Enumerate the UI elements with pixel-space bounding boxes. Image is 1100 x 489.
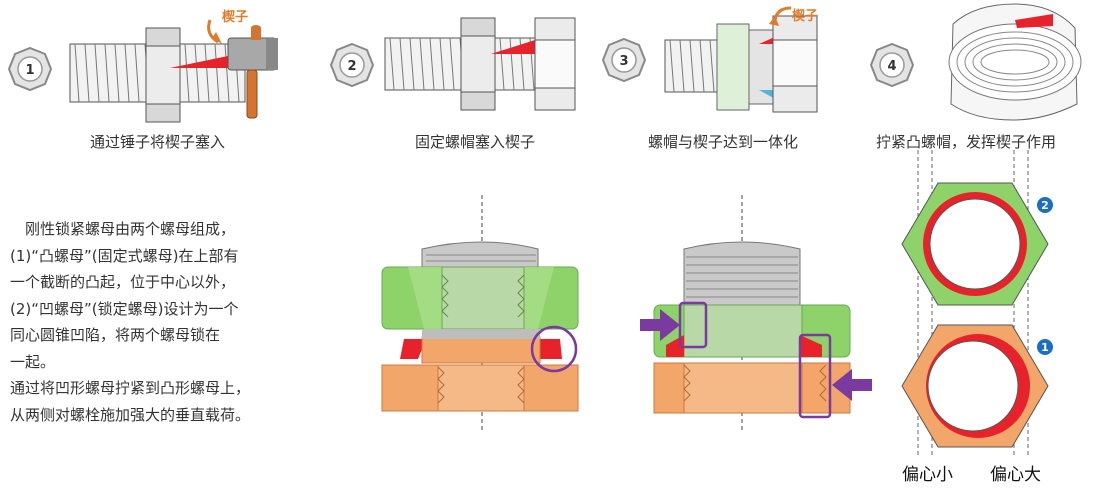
step-2-illustration	[384, 17, 576, 111]
section-separated	[381, 195, 579, 433]
step-1-caption: 通过锤子将楔子塞入	[90, 133, 226, 151]
description-line: 通过将凹形螺母拧紧到凸形螺母上，	[10, 379, 251, 397]
step-4-badge: 4	[869, 42, 915, 88]
description-line: 一起。	[10, 352, 56, 371]
section-assembled	[640, 195, 872, 433]
step-4-caption: 拧紧凸螺帽，发挥楔子作用	[876, 133, 1057, 151]
step-4-number: 4	[887, 59, 896, 74]
step-2-badge: 2	[329, 42, 375, 88]
description-line: 从两侧对螺栓施加强大的垂直载荷。	[10, 405, 251, 424]
step-3-wedge-label: 楔子	[792, 9, 819, 24]
step-4-illustration	[948, 3, 1082, 121]
step-2-caption: 固定螺帽塞入楔子	[415, 133, 536, 151]
badge-1: 1	[1037, 339, 1053, 355]
green-nut-top-view	[901, 182, 1049, 306]
step-3-illustration	[664, 6, 818, 113]
description-line: (2)“凹螺母”(锁定螺母)设计为一个	[10, 299, 239, 318]
orange-nut-top-view	[901, 324, 1049, 448]
step-2-number: 2	[347, 59, 356, 74]
description-line: 刚性锁紧螺母由两个螺母组成，	[10, 220, 236, 238]
badge-2: 2	[1037, 197, 1053, 213]
step-1-badge: 1	[7, 46, 53, 92]
description-text: 刚性锁紧螺母由两个螺母组成， (1)“凸螺母”(固定式螺母)在上部有 一个截断的…	[10, 216, 310, 428]
step-1-illustration	[69, 19, 278, 123]
step-1-number: 1	[25, 63, 34, 78]
badge-1-number: 1	[1041, 341, 1049, 354]
step-1-wedge-label: 楔子	[222, 10, 249, 25]
step-3-badge: 3	[601, 37, 647, 83]
description-line: 同心圆锥凹陷，将两个螺母锁在	[10, 326, 221, 344]
step-3-caption: 螺帽与楔子达到一体化	[648, 133, 799, 151]
badge-2-number: 2	[1041, 199, 1049, 212]
description-line: (1)“凸螺母”(固定式螺母)在上部有	[10, 246, 239, 265]
step-3-number: 3	[619, 54, 628, 69]
description-line: 一个截断的凸起，位于中心以外，	[10, 273, 236, 291]
eccentric-large-label: 偏心大	[990, 465, 1041, 485]
eccentric-small-label: 偏心小	[902, 465, 953, 485]
